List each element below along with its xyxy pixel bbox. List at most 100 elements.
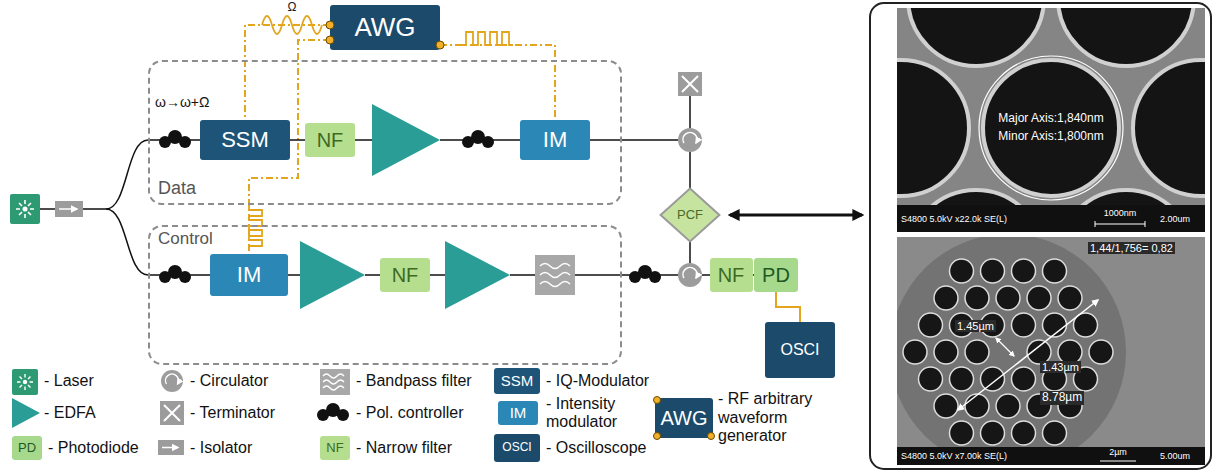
legend-isolator: [158, 440, 184, 455]
optical-fiber: [430, 274, 445, 276]
sem-image-bottom: [1043, 421, 1067, 445]
legend-icon-label: SSM: [501, 372, 534, 389]
legend-text: - Terminator: [190, 404, 275, 422]
legend-circulator: [166, 374, 179, 384]
frequency-symbol: Ω: [288, 1, 297, 15]
sem-image-bottom: [1089, 340, 1113, 364]
circulator-symbol: [683, 132, 697, 143]
sem-image-bottom: [934, 286, 958, 310]
node-label: IM: [237, 263, 261, 287]
axis-measure: Minor Axis:1,800nm: [998, 130, 1103, 144]
sem-image-bottom: [934, 394, 958, 418]
diamond-outline: [661, 189, 720, 242]
edfa-amplifier: [372, 104, 440, 176]
node-label: PD: [762, 264, 790, 286]
sem-image-bottom: [919, 313, 943, 337]
awg-port-dot: [326, 36, 334, 44]
narrow-filter: NF: [710, 258, 753, 292]
legend-intensity-modulator: [498, 401, 538, 425]
bandpass-filter: [535, 255, 575, 295]
awg-port-dot: [654, 433, 661, 440]
legend-icon-label: NF: [326, 441, 343, 456]
node-label: NF: [392, 264, 419, 286]
sem-image-top: [897, 205, 1205, 232]
legend-text: - Bandpass filter: [356, 372, 472, 390]
node-label: NF: [317, 129, 344, 151]
legend-oscilloscope: [494, 434, 540, 462]
sem-image-top: [897, 8, 1205, 232]
awg-port-dot: [654, 397, 715, 440]
oscilloscope: OSCI: [765, 322, 835, 378]
legend-terminator: [160, 401, 184, 425]
axis-measure: Major Axis:1,840nm: [998, 112, 1103, 126]
circulator-symbol: [683, 267, 697, 278]
ratio-note: 1,44/1,756= 0,82: [1088, 242, 1175, 255]
dimension-label: 8.78µm: [1040, 391, 1084, 405]
legend-narrow-filter: [320, 436, 350, 460]
sem-image-bottom: [1012, 313, 1036, 337]
sem-image-bottom: [897, 237, 1126, 465]
laser-symbol: [16, 200, 34, 218]
double-arrow: [730, 214, 862, 217]
legend-text: - Circulator: [190, 372, 268, 390]
sem-image-bottom: [950, 259, 974, 283]
optical-fiber: [510, 274, 535, 276]
legend-laser: [12, 369, 38, 395]
frequency-shift: ω→ω+Ω: [155, 94, 210, 110]
optical-fiber: [83, 140, 200, 209]
scale-bar-label: 1000nm: [1104, 208, 1137, 218]
node-label: NF: [718, 264, 745, 286]
polarization-controller: [649, 271, 661, 283]
sem-image-bottom: [897, 237, 1205, 465]
legend-photodiode: [12, 436, 42, 460]
legend-pol-controller: [337, 409, 349, 421]
legend-text: - IQ-Modulator: [546, 372, 649, 390]
sem-image-bottom: [919, 367, 943, 391]
legend-bandpass: [320, 369, 350, 395]
node-label: IM: [543, 128, 567, 152]
legend-iq-modulator: [494, 368, 540, 394]
legend-awg: [655, 398, 713, 438]
laser-symbol: [10, 194, 40, 224]
group-title: Data: [158, 179, 196, 199]
legend-terminator: [160, 401, 184, 425]
optical-fiber: [355, 139, 372, 141]
narrow-filter: NF: [380, 258, 430, 292]
awg-port-dot: [326, 21, 334, 29]
legend-icon-label: PD: [18, 441, 36, 456]
legend-laser: [23, 380, 27, 384]
sem-image-top: [908, 8, 1044, 66]
legend-text: - EDFA: [44, 404, 96, 422]
sem-info: 2.00um: [1160, 214, 1190, 224]
legend-text: - Narrow filter: [356, 439, 452, 457]
legend-edfa: [12, 398, 40, 428]
sem-image-top: [897, 8, 1205, 232]
legend-circulator: [161, 370, 183, 392]
node-label: SSM: [221, 128, 269, 152]
optical-fiber: [590, 139, 678, 141]
scale-bar-label: 2µm: [1109, 447, 1127, 457]
sem-info: S4800 5.0kV x22.0k SE(L): [901, 214, 1007, 224]
sem-image-top: [1095, 221, 1145, 227]
optical-fiber: [689, 152, 691, 188]
double-arrow: [730, 215, 862, 216]
legend-photodiode: [12, 436, 42, 460]
sem-image-bottom: [1100, 461, 1136, 462]
sem-image-top: [1058, 8, 1194, 66]
photodiode: PD: [754, 258, 798, 292]
sem-image-top: [983, 60, 1119, 196]
legend-text: - Isolator: [190, 439, 252, 457]
sem-info: 5.00um: [1160, 451, 1190, 461]
optical-fiber: [575, 274, 678, 276]
legend-iq-modulator: [494, 368, 540, 394]
edfa-amplifier: [445, 241, 510, 309]
iq-modulator: SSM: [200, 120, 290, 160]
sem-image-bottom: [965, 340, 989, 364]
node-label: AWG: [354, 13, 415, 42]
intensity-modulator: IM: [520, 120, 590, 160]
sem-image-bottom: [1012, 367, 1036, 391]
isolator-symbol: [55, 201, 83, 217]
legend-text: - Laser: [44, 372, 94, 390]
legend-text: - Intensity modulator: [546, 395, 638, 432]
legend-bandpass: [320, 369, 350, 395]
